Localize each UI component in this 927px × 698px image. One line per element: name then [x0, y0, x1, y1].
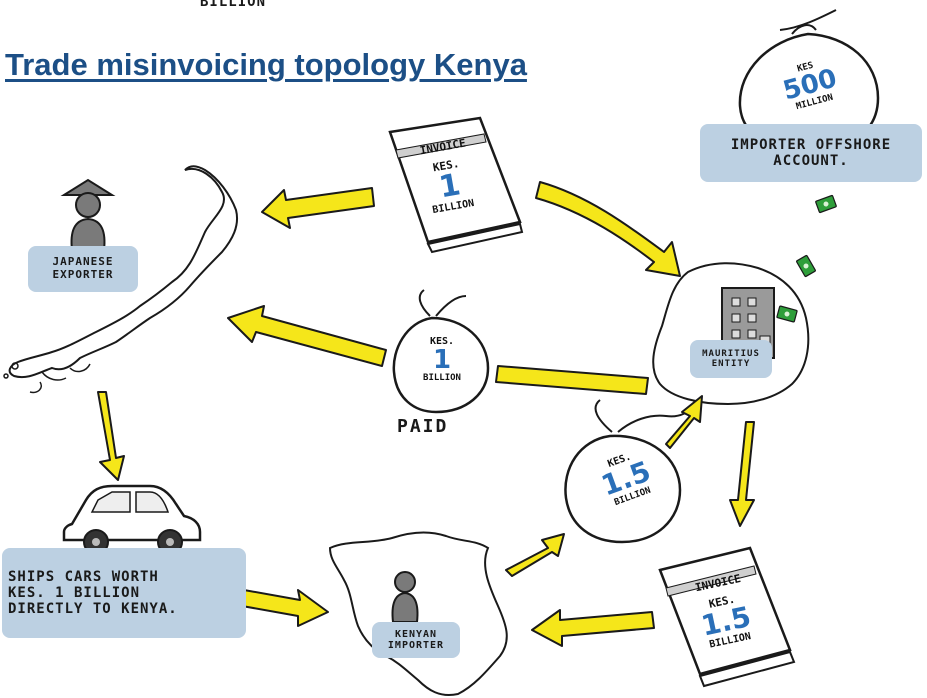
paid-bag-currency: KES.	[429, 336, 455, 347]
mauritius-map	[652, 262, 810, 406]
kenyan-importer-label: KENYAN IMPORTER	[372, 622, 460, 658]
kenyan-importer-line2: IMPORTER	[387, 640, 445, 651]
ships-cars-label: SHIPS CARS WORTH KES. 1 BILLION DIRECTLY…	[2, 548, 246, 638]
mauritius-entity-line2: ENTITY	[711, 359, 751, 369]
invoice-document-bottom	[658, 546, 796, 688]
arrow-invoice-to-japan	[261, 187, 375, 229]
mauritius-entity-label: MAURITIUS ENTITY	[690, 340, 772, 378]
japanese-exporter-line2: EXPORTER	[52, 268, 114, 281]
invoice-document-top	[388, 116, 524, 254]
arrow-car-to-kenya	[241, 589, 329, 627]
japan-map	[8, 165, 238, 378]
offshore-account-label: IMPORTER OFFSHORE ACCOUNT.	[700, 124, 922, 182]
arrow-paid-to-japan	[227, 305, 387, 367]
arrow-kenya-to-bag	[505, 533, 565, 577]
paid-bag-amount: 1	[432, 345, 452, 375]
arrow-invoice-to-kenya	[531, 609, 655, 647]
japanese-exporter-person-icon	[60, 178, 116, 251]
arrow-bag-to-mauritius	[665, 395, 703, 449]
ships-cars-line3: DIRECTLY TO KENYA.	[8, 601, 178, 618]
kenyan-importer-line1: KENYAN	[394, 628, 438, 640]
page-title: Trade misinvoicing topology Kenya	[5, 47, 527, 82]
car-icon	[62, 484, 202, 555]
paid-bag-unit: BILLION	[423, 373, 461, 383]
arrow-invoice-to-mauritius	[535, 181, 681, 277]
paid-caption: PAID	[397, 416, 449, 437]
japanese-exporter-label: JAPANESE EXPORTER	[28, 246, 138, 292]
money-note-2	[795, 254, 817, 278]
money-note-1	[814, 194, 838, 214]
ships-cars-line2: KES. 1 BILLION	[8, 584, 141, 601]
offshore-account-line1: IMPORTER OFFSHORE	[730, 136, 892, 153]
japanese-exporter-line1: JAPANESE	[52, 255, 114, 269]
money-bag-500-million	[738, 9, 880, 152]
offshore-account-line2: ACCOUNT.	[773, 153, 849, 169]
arrow-japan-to-car	[97, 391, 125, 481]
arrow-mauritius-to-invoice	[729, 421, 755, 527]
kenya-map	[328, 531, 508, 696]
island	[11, 362, 19, 370]
top-text-fragment: BILLION	[200, 0, 267, 10]
arrow-mauritius-to-paid	[495, 365, 649, 395]
ships-cars-line1: SHIPS CARS WORTH	[8, 568, 159, 585]
money-note-3	[776, 305, 798, 323]
paid-bag-text: KES. 1 BILLION	[402, 336, 482, 383]
kenyan-importer-person-icon	[391, 571, 419, 623]
mauritius-entity-line1: MAURITIUS	[702, 348, 760, 359]
money-bag-paid	[392, 289, 490, 414]
